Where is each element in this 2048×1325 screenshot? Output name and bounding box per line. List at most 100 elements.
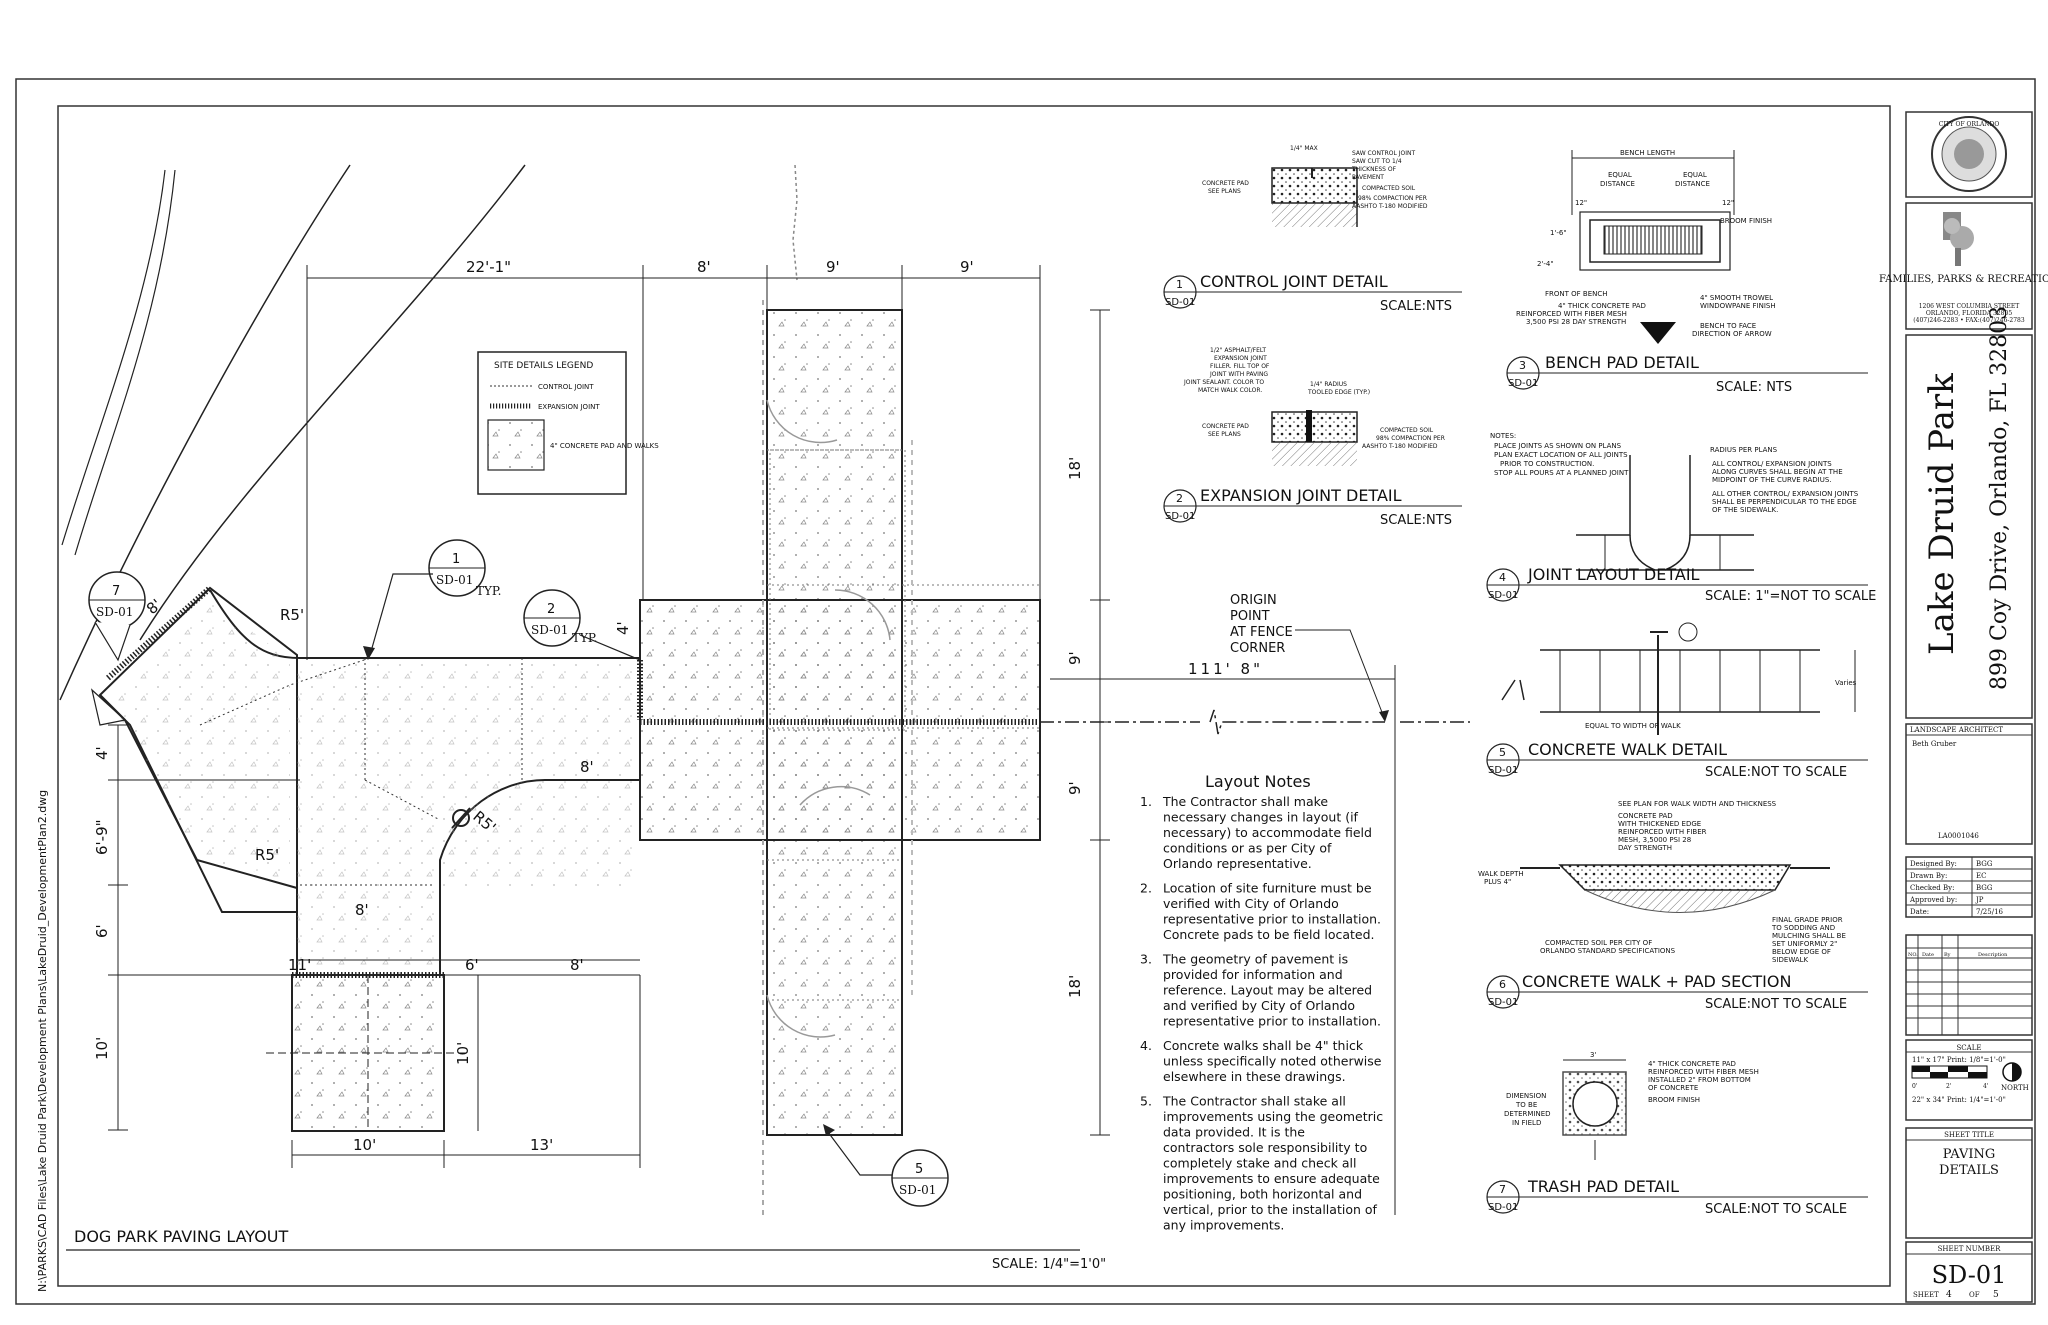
svg-text:CONCRETE PAD: CONCRETE PAD [1202,423,1249,430]
outer-border [15,78,2036,1305]
svg-text:2: 2 [547,602,555,617]
sign-row-label: Checked By: [1910,884,1954,892]
svg-text:SD-01: SD-01 [899,1183,936,1197]
note-line: necessary) to accommodate field [1163,825,1372,840]
svg-text:REINFORCED WITH FIBER MESH: REINFORCED WITH FIBER MESH [1648,1068,1759,1076]
svg-text:SAW CONTROL JOINT: SAW CONTROL JOINT [1352,150,1415,157]
svg-text:1'-6": 1'-6" [1550,229,1567,237]
paving-plan: 22'-1" 8' 9' 9' 18' 9' 9' 18' 8' 4' 6'-9… [59,164,1470,1272]
svg-text:SD-01: SD-01 [1508,378,1538,389]
dim-111-8: 111' 8" [1188,660,1263,678]
dim-8e: 8' [143,595,165,618]
note-line: unless specifically noted otherwise [1163,1054,1382,1069]
svg-text:DIRECTION OF ARROW: DIRECTION OF ARROW [1692,330,1772,338]
dim-4a: 4' [93,746,111,760]
svg-text:TO BE: TO BE [1515,1101,1537,1109]
dim-8a: 8' [697,258,711,276]
note-line: The Contractor shall make [1162,794,1328,809]
svg-text:3,500 PSI 28 DAY STRENGTH: 3,500 PSI 28 DAY STRENGTH [1526,318,1626,326]
svg-text:NO.: NO. [1908,952,1918,958]
svg-text:COMPACTED SOIL: COMPACTED SOIL [1362,185,1416,192]
note-number: 1. [1140,794,1152,809]
scale-line-2: 22" x 34" Print: 1/4"=1'-0" [1912,1096,2006,1104]
svg-text:DIMENSION: DIMENSION [1506,1092,1546,1100]
svg-text:1: 1 [1176,278,1183,291]
svg-text:CONCRETE PAD: CONCRETE PAD [1202,180,1249,187]
callout-7: 7 SD-01 [88,571,146,662]
sheet-title-2: DETAILS [1939,1163,1999,1178]
svg-text:5: 5 [915,1162,923,1177]
detail-trash-pad: 3' 4" THICK CONCRETE PAD REINFORCED WITH… [1486,1051,1868,1217]
site-legend: SITE DETAILS LEGEND CONTROL JOINT EXPANS… [477,351,659,495]
svg-text:ALL OTHER CONTROL/ EXPANSION J: ALL OTHER CONTROL/ EXPANSION JOINTS [1712,490,1859,498]
radius-r5a: R5' [280,606,304,624]
svg-text:THICKNESS OF: THICKNESS OF [1351,166,1397,173]
detail-5-scale: SCALE:NOT TO SCALE [1705,765,1847,780]
svg-text:(407)246-2283 • FAX:(407)246-2: (407)246-2283 • FAX:(407)246-2783 [1913,317,2025,324]
sign-row-value: 7/25/16 [1976,908,2004,916]
dept-name: FAMILIES, PARKS & RECREATION [1879,274,2048,285]
svg-text:TYP.: TYP. [476,584,501,598]
svg-text:IN FIELD: IN FIELD [1512,1119,1541,1127]
scale-label: SCALE [1957,1044,1982,1052]
note-line: data provided. It is the [1163,1125,1305,1140]
svg-text:TYP.: TYP. [572,631,597,645]
svg-text:MULCHING SHALL BE: MULCHING SHALL BE [1772,932,1846,940]
note-line: contractors sole responsibility to [1163,1140,1367,1155]
sheet-title-label: SHEET TITLE [1944,1131,1994,1139]
callout-2: 2 SD-01 TYP. [523,589,641,661]
svg-text:DISTANCE: DISTANCE [1675,180,1710,188]
svg-text:4': 4' [1983,1083,1989,1090]
dim-9a: 9' [826,258,840,276]
detail-4-scale: SCALE: 1"=NOT TO SCALE [1705,589,1876,604]
note-line: reference. Layout may be altered [1163,983,1372,998]
svg-text:BENCH LENGTH: BENCH LENGTH [1620,149,1675,157]
svg-text:REINFORCED WITH FIBER MESH: REINFORCED WITH FIBER MESH [1516,310,1627,318]
note-line: elsewhere in these drawings. [1163,1069,1346,1084]
la-label: LANDSCAPE ARCHITECT [1910,726,2003,734]
la-number: LA0001046 [1938,832,1979,840]
svg-text:SEE PLAN FOR WALK WIDTH AND TH: SEE PLAN FOR WALK WIDTH AND THICKNESS [1618,800,1777,808]
file-path: N:\PARKS\CAD Files\Lake Druid Park\Devel… [36,790,49,1292]
callout-5: 5 SD-01 [823,1124,949,1207]
sign-row-value: BGG [1976,860,1993,868]
sheet-title-1: PAVING [1943,1147,1996,1162]
note-line: and verified by City of Orlando [1163,998,1355,1013]
svg-text:AASHTO T-180 MODIFIED: AASHTO T-180 MODIFIED [1362,443,1438,450]
svg-text:EQUAL TO WIDTH OF WALK: EQUAL TO WIDTH OF WALK [1585,722,1681,730]
dim-22-1: 22'-1" [466,258,511,276]
note-line: Location of site furniture must be [1163,881,1372,896]
note-line: any improvements. [1163,1218,1284,1233]
svg-text:EQUAL: EQUAL [1683,171,1707,179]
detail-walk-pad-section: SEE PLAN FOR WALK WIDTH AND THICKNESS CO… [1478,800,1868,1012]
svg-text:By: By [1944,952,1951,958]
svg-text:INSTALLED 2" FROM BOTTOM: INSTALLED 2" FROM BOTTOM [1648,1076,1751,1084]
svg-text:SD-01: SD-01 [1165,297,1195,308]
svg-text:FILLER. FILL TOP OF: FILLER. FILL TOP OF [1210,363,1270,370]
callout-1: 1 SD-01 TYP. [363,539,501,660]
note-line: vertical, prior to the installation of [1163,1202,1378,1217]
svg-text:4: 4 [1499,571,1506,584]
detail-1-scale: SCALE:NTS [1380,299,1452,314]
svg-text:DETERMINED: DETERMINED [1504,1110,1551,1118]
svg-text:PRIOR TO CONSTRUCTION.: PRIOR TO CONSTRUCTION. [1500,460,1594,468]
legend-pad: 4" CONCRETE PAD AND WALKS [550,442,659,450]
note-line: The Contractor shall stake all [1162,1094,1346,1109]
svg-text:PLAN EXACT LOCATION OF ALL JOI: PLAN EXACT LOCATION OF ALL JOINTS [1494,451,1628,459]
detail-control-joint: 1/4" MAX SAW CONTROL JOINT SAW CUT TO 1/… [1163,145,1462,314]
dim-11: 11' [288,956,311,974]
detail-3-title: BENCH PAD DETAIL [1545,353,1699,372]
svg-text:PLACE JOINTS AS SHOWN ON PLANS: PLACE JOINTS AS SHOWN ON PLANS [1494,442,1622,450]
radius-r5b: R5' [255,846,279,864]
note-line: improvements to ensure adequate [1163,1171,1380,1186]
svg-text:PLUS 4": PLUS 4" [1484,878,1511,886]
svg-text:TO SODDING AND: TO SODDING AND [1771,924,1835,932]
svg-text:1/2" ASPHALT/FELT: 1/2" ASPHALT/FELT [1210,347,1266,354]
svg-text:SHALL BE PERPENDICULAR TO THE: SHALL BE PERPENDICULAR TO THE EDGE [1712,498,1857,506]
dim-9c: 9' [1066,651,1084,665]
note-line: completely stake and check all [1163,1156,1356,1171]
sign-row-value: JP [1975,896,1984,904]
svg-text:SD-01: SD-01 [531,623,568,637]
origin-line-3: AT FENCE [1230,625,1293,640]
